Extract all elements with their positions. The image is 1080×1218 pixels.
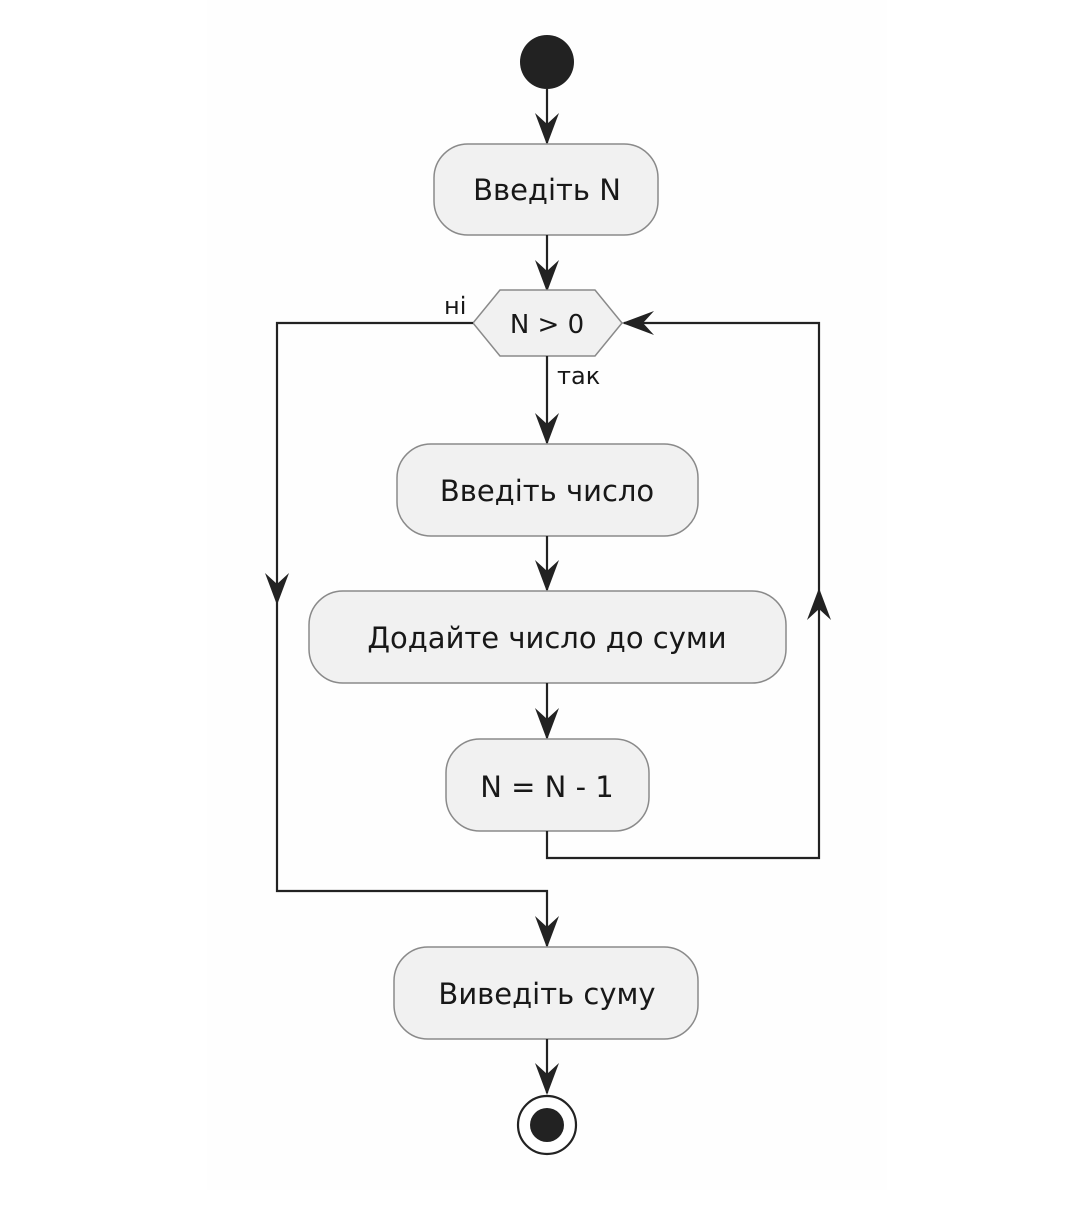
start-node — [520, 35, 574, 89]
node-input-n: Введіть N — [433, 143, 659, 236]
no-branch-label: ні — [444, 292, 466, 320]
decision-label: N > 0 — [510, 310, 584, 340]
node-input-number-label: Введіть число — [440, 474, 654, 508]
yes-branch-label: так — [557, 362, 600, 390]
arrowhead-icon — [535, 916, 559, 948]
edge-add-to-decrement — [535, 683, 559, 740]
node-add-to-sum: Додайте число до суми — [308, 590, 787, 684]
end-node — [516, 1094, 578, 1156]
arrowhead-icon — [535, 413, 559, 445]
edge-cond-to-output — [265, 321, 559, 948]
edge-loop-back — [545, 311, 831, 860]
node-add-to-sum-label: Додайте число до суми — [367, 621, 726, 655]
arrowhead-icon — [535, 260, 559, 292]
arrowhead-icon — [535, 708, 559, 740]
node-output-sum-label: Виведіть суму — [438, 977, 655, 1011]
arrowhead-icon — [535, 1063, 559, 1095]
node-input-number: Введіть число — [396, 443, 699, 537]
node-output-sum: Виведіть суму — [393, 946, 699, 1040]
node-decrement-label: N = N - 1 — [480, 770, 613, 804]
edge-input-n-to-cond — [535, 235, 559, 292]
edge-cond-to-input-number — [535, 356, 559, 445]
arrowhead-icon — [807, 588, 831, 620]
edge-output-to-end — [535, 1039, 559, 1095]
node-input-n-label: Введіть N — [473, 173, 621, 207]
arrowhead-icon — [535, 113, 559, 145]
node-decrement: N = N - 1 — [445, 738, 650, 832]
arrowhead-icon — [535, 560, 559, 592]
edge-start-to-input-n — [535, 89, 559, 145]
decision-node: N > 0 — [472, 289, 623, 357]
arrowhead-icon — [622, 311, 654, 335]
arrowhead-icon — [265, 573, 289, 605]
edge-input-number-to-add — [535, 536, 559, 592]
